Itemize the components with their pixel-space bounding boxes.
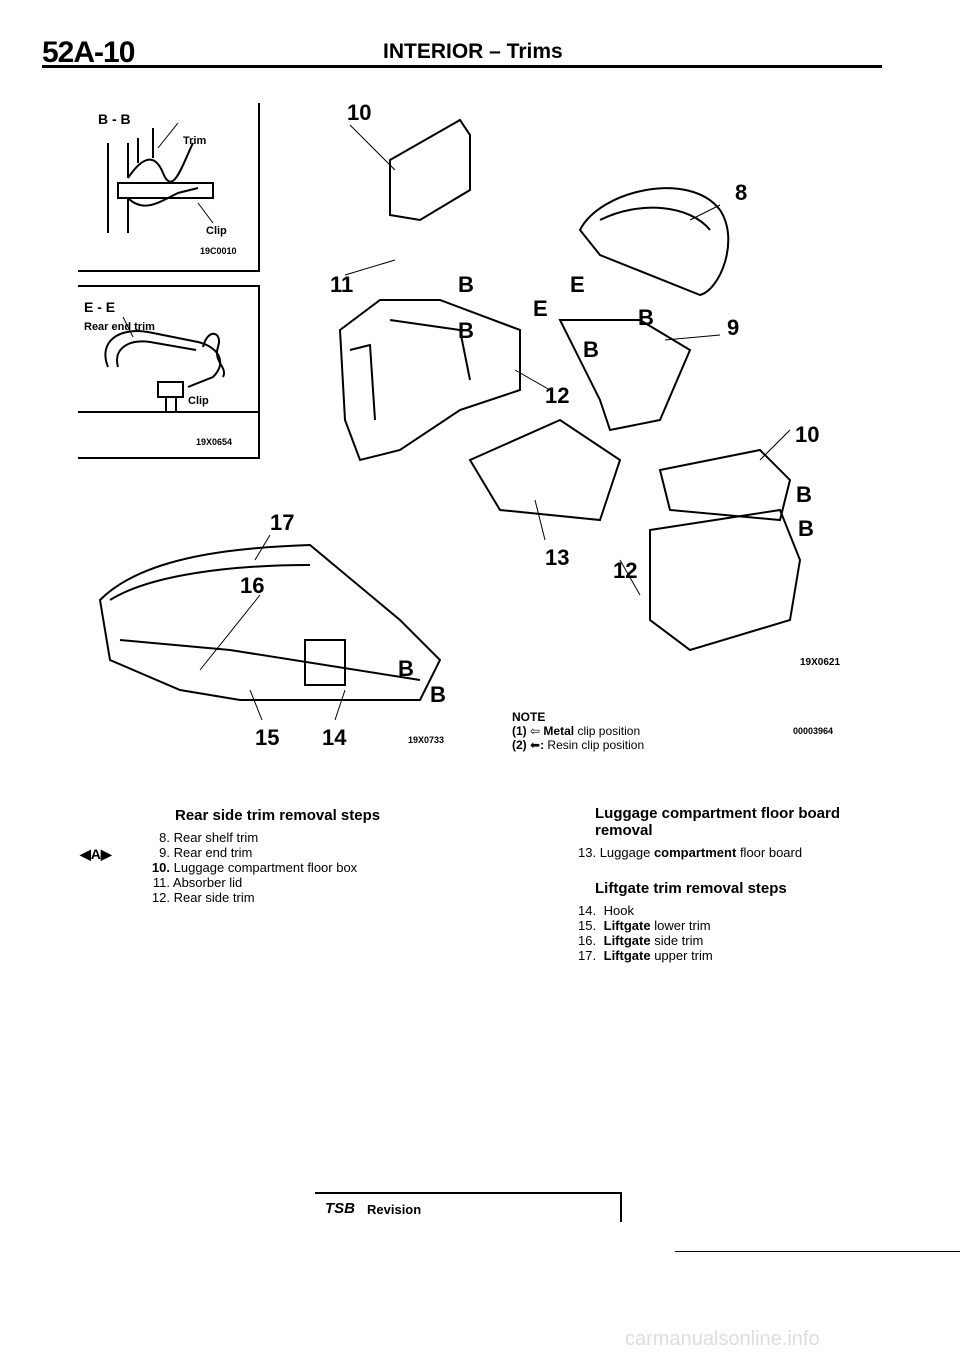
exploded-view-drawing (98, 118, 802, 721)
callout-10-top: 10 (347, 100, 372, 125)
inset-bb-title: B - B (98, 111, 131, 127)
note-line-1-text: clip position (577, 724, 641, 738)
callout-17: 17 (270, 510, 295, 535)
page-title: INTERIOR – Trims (383, 40, 563, 63)
inset-ee-panel: E - E Rear end trim Clip 19X0654 (78, 285, 260, 459)
figure-code-note: 00003964 (793, 726, 834, 736)
resin-clip-arrow-icon: ⬅ (530, 738, 541, 752)
step-item: 16. Liftgate side trim (578, 933, 704, 948)
watermark: carmanualsonline.info (625, 1328, 820, 1350)
callout-14: 14 (322, 725, 347, 750)
section-b-marker: B (430, 682, 446, 707)
revision-label: Revision (367, 1202, 422, 1217)
note-line-2: (2) ⬅: Resin clip position (512, 738, 645, 752)
note-title: NOTE (512, 710, 546, 724)
figure-code-top: 19X0621 (800, 657, 841, 668)
callout-11: 11 (330, 272, 354, 297)
callout-12-right: 12 (613, 558, 638, 583)
section-b-marker: B (638, 305, 654, 330)
note-line-1: (1) ⇦ Metal clip position (512, 724, 640, 738)
figure-code-lower-left: 19X0733 (408, 735, 445, 745)
note-line-2-num: (2) (512, 738, 527, 752)
step-item: 14. Hook (578, 903, 634, 918)
header-rule (42, 65, 882, 68)
inset-ee-code: 19X0654 (196, 437, 233, 447)
footer-rule (675, 1251, 960, 1252)
callout-10-right: 10 (795, 422, 820, 447)
callout-9: 9 (727, 315, 740, 340)
metal-clip-arrow-icon: ⇦ (530, 724, 541, 738)
section-e-marker: E (570, 272, 585, 297)
tsb-revision-box: TSB Revision (315, 1192, 622, 1222)
inset-ee-title: E - E (84, 299, 116, 315)
callout-15: 15 (255, 725, 280, 750)
section-b-marker: B (796, 482, 812, 507)
callout-13: 13 (545, 545, 570, 570)
tsb-label: TSB (325, 1200, 355, 1217)
step-item: 11. Absorber lid (152, 875, 243, 890)
callout-8: 8 (735, 180, 748, 205)
step-item: 15. Liftgate lower trim (578, 918, 711, 933)
inset-bb-drawing (107, 122, 214, 233)
inset-bb-clip-label: Clip (206, 225, 227, 237)
section-b-marker: B (458, 272, 474, 297)
inset-bb-panel: B - B Trim Clip 19C0010 (78, 103, 260, 272)
rear-side-steps: 8. Rear shelf trim 9. Rear end trim 10. … (148, 830, 357, 905)
callout-12-mid: 12 (545, 383, 570, 408)
inset-bb-trim-label: Trim (183, 135, 207, 147)
section-b-marker: B (458, 318, 474, 343)
inset-ee-rear-end-trim-label: Rear end trim (84, 321, 155, 333)
section-b-marker: B (798, 516, 814, 541)
step-item: 12. Rear side trim (151, 890, 255, 905)
section-code: 52A-10 (42, 36, 135, 69)
step-item: 9. Rear end trim (159, 845, 253, 860)
step-item: 17. Liftgate upper trim (578, 948, 713, 963)
step-item: 10. Luggage compartment floor box (151, 860, 358, 875)
rear-side-title: Rear side trim removal steps (175, 807, 381, 824)
liftgate-title: Liftgate trim removal steps (595, 880, 787, 897)
note-line-1-num: (1) (512, 724, 527, 738)
section-b-marker: B (583, 337, 599, 362)
inset-ee-clip-label: Clip (188, 395, 209, 407)
note-line-1-bold: Metal (543, 724, 575, 738)
luggage-floor-step: 13. Luggage compartment floor board (578, 845, 803, 860)
note-line-2-text: Resin clip position (547, 738, 645, 752)
inset-ee-drawing (78, 316, 258, 413)
section-b-marker: B (398, 656, 414, 681)
callout-16: 16 (240, 573, 265, 598)
luggage-floor-title-line-2: removal (595, 822, 653, 839)
inset-bb-code: 19C0010 (200, 246, 237, 256)
liftgate-steps: 14. Hook 15. Liftgate lower trim 16. Lif… (578, 903, 713, 963)
section-e-marker: E (533, 296, 548, 321)
step-item: 8. Rear shelf trim (159, 830, 259, 845)
luggage-floor-title: Luggage compartment floor board (595, 805, 841, 822)
service-point-a-icon: ◀A▶ (80, 846, 112, 862)
